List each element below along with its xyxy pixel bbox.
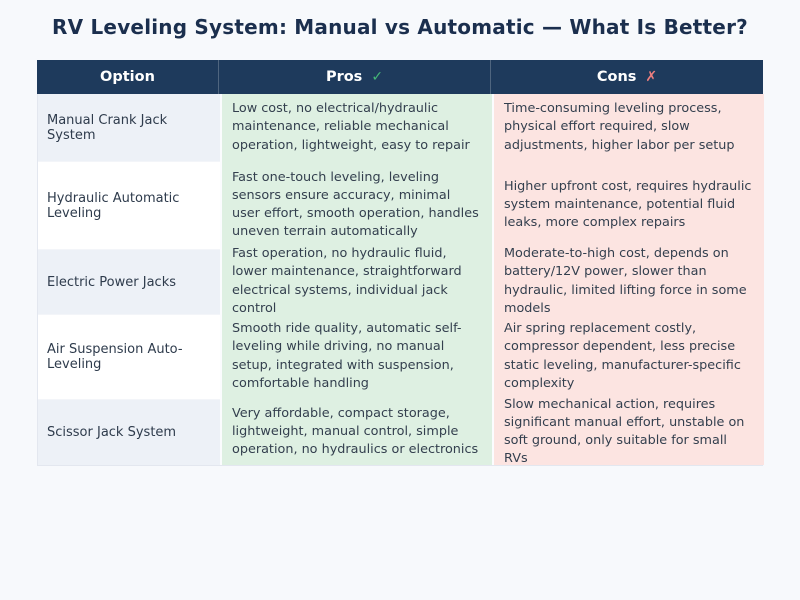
cons-cell: Moderate-to-high cost, depends on batter… <box>494 246 764 316</box>
pros-cell: Very affordable, compact storage, lightw… <box>222 399 492 465</box>
page-title: RV Leveling System: Manual vs Automatic … <box>52 15 748 39</box>
column-header-option-label: Option <box>100 69 155 85</box>
column-header-option: Option <box>37 60 219 94</box>
comparison-table: Option Pros ✓ Cons ✗ Manual Crank Jack S… <box>37 60 764 466</box>
cons-cell: Higher upfront cost, requires hydraulic … <box>494 161 764 249</box>
option-cell: Scissor Jack System <box>38 399 220 465</box>
cons-text: Slow mechanical action, requires signifi… <box>504 396 745 467</box>
cross-icon: ✗ <box>645 69 658 85</box>
pros-text: Low cost, no electrical/hydraulic mainte… <box>232 101 470 153</box>
table-header-row: Option Pros ✓ Cons ✗ <box>37 60 763 94</box>
pros-cell: Low cost, no electrical/hydraulic mainte… <box>222 94 492 161</box>
cons-text: Higher upfront cost, requires hydraulic … <box>504 178 752 231</box>
option-cell: Electric Power Jacks <box>38 249 220 314</box>
cons-text: Air spring replacement costly, compresso… <box>504 321 741 391</box>
pros-text: Very affordable, compact storage, lightw… <box>232 405 479 458</box>
column-header-cons-label: Cons <box>596 69 637 85</box>
column-header-pros-label: Pros <box>325 69 363 85</box>
option-label: Air Suspension Auto-Leveling <box>47 342 183 372</box>
cons-text: Time-consuming leveling process, physica… <box>504 101 735 153</box>
column-header-pros: Pros ✓ <box>219 60 491 94</box>
option-label: Manual Crank Jack System <box>47 112 168 143</box>
pros-text: Fast operation, no hydraulic fluid, lowe… <box>232 246 462 316</box>
check-icon: ✓ <box>371 69 384 85</box>
option-label: Hydraulic Automatic Leveling <box>47 190 180 221</box>
option-cell: Manual Crank Jack System <box>38 94 220 161</box>
pros-cell: Fast operation, no hydraulic fluid, lowe… <box>222 246 492 316</box>
pros-cell: Smooth ride quality, automatic self-leve… <box>222 314 492 399</box>
pros-text: Fast one-touch leveling, leveling sensor… <box>232 169 479 240</box>
pros-cell: Fast one-touch leveling, leveling sensor… <box>222 161 492 249</box>
cons-cell: Air spring replacement costly, compresso… <box>494 314 764 399</box>
cons-cell: Slow mechanical action, requires signifi… <box>494 397 764 466</box>
option-cell: Hydraulic Automatic Leveling <box>38 161 220 249</box>
pros-text: Smooth ride quality, automatic self-leve… <box>232 321 462 391</box>
option-label: Scissor Jack System <box>47 425 177 440</box>
cons-cell: Time-consuming leveling process, physica… <box>494 94 764 161</box>
table-body: Manual Crank Jack System Low cost, no el… <box>37 94 764 466</box>
option-cell: Air Suspension Auto-Leveling <box>38 314 220 399</box>
option-label: Electric Power Jacks <box>47 274 176 290</box>
column-header-cons: Cons ✗ <box>491 60 763 94</box>
cons-text: Moderate-to-high cost, depends on batter… <box>504 246 747 316</box>
